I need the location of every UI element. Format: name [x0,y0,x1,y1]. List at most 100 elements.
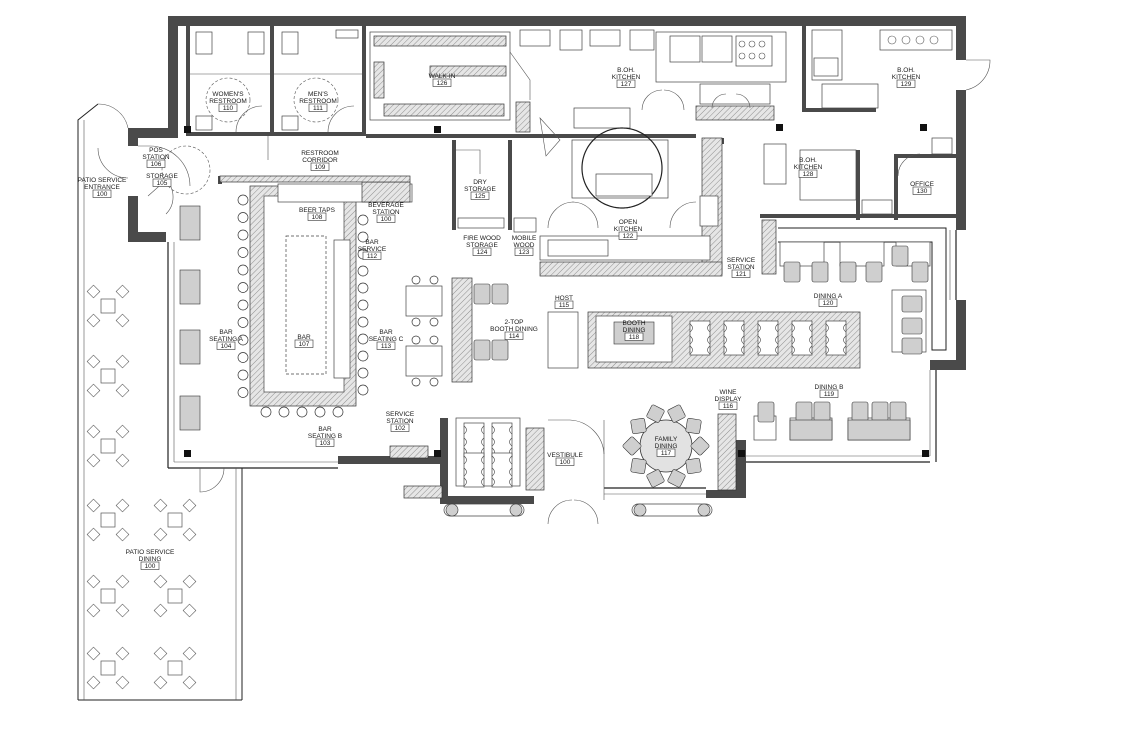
bar-stool [357,350,369,362]
bar-stool [237,247,249,258]
room-name-line: DINING [655,443,678,450]
room-number: 121 [736,271,747,278]
room-number: 129 [901,81,912,88]
room-name-line: BAR [297,334,311,341]
room-name-line: DINING B [815,384,844,391]
room-number: 108 [312,214,323,221]
room-number-box [718,401,738,410]
room-number: 120 [823,300,834,307]
room-number-box [472,247,492,256]
room-name-line: CORRIDOR [302,157,338,164]
room-number: 100 [145,563,156,570]
bar-stool [357,282,369,294]
room-number: 113 [381,343,392,350]
room-name-line: B.OH. [799,157,817,164]
room-number-box [146,159,166,168]
bar-stool [357,265,369,277]
room-name-line: MOBILE [512,235,537,242]
bar-stool [237,317,249,328]
bar-stool [278,406,290,418]
bar-stool [237,369,249,381]
bar-stool [260,406,272,418]
bar-stool [237,229,249,241]
room-number-box [470,191,490,200]
room-name-line: DINING [623,327,646,334]
room-name-line: DINING A [814,293,843,300]
boh-kitchen-equipment [519,29,953,201]
room-name-line: SEATING A [209,336,243,343]
room-name-line: OPEN [619,219,638,226]
room-number-box [554,300,574,309]
room-number-box [432,78,452,87]
bar-stool [237,387,249,398]
room-name-line: MEN'S [308,91,329,98]
room-name-line: STORAGE [464,186,496,193]
room-name-line: KITCHEN [614,226,643,233]
room-number-box [376,341,396,350]
family-dining-chair [685,417,702,435]
room-number: 107 [299,341,310,348]
room-name-line: STATION [727,264,755,271]
room-number-box [218,103,238,112]
room-name-line: SERVICE [358,246,387,253]
room-name-line: RESTROOM [299,98,337,105]
room-name-line: WALK-IN [429,73,456,80]
room-name-line: FAMILY [655,436,678,443]
room-name-line: DINING [139,556,162,563]
room-number: 111 [313,105,323,112]
room-name-line: WINE [720,389,738,396]
room-number: 106 [151,161,162,168]
room-number: 124 [477,249,488,256]
room-number: 100 [97,191,108,198]
dining-a-seating [761,219,947,355]
bar-stool [357,299,369,311]
room-number-box [819,389,839,398]
room-number-box [390,423,410,432]
room-name-line: STORAGE [466,242,498,249]
family-dining-chair [622,436,642,456]
room-name-line: BEER TAPS [299,207,336,214]
room-name-line: BEVERAGE [368,202,404,209]
room-name-line: SEATING C [369,336,404,343]
room-number-box [798,169,818,178]
bar-stools [237,194,369,418]
bar-stool [237,334,249,346]
room-name-line: BOOTH [622,320,645,327]
room-number-box [818,298,838,307]
room-number: 130 [917,188,928,195]
bar-stool [357,333,369,345]
room-number-box [514,247,534,256]
family-dining-chair [685,457,702,475]
exterior-planters [389,445,713,517]
bar-stool [237,264,249,276]
room-number: 100 [560,459,571,466]
family-dining-chair [646,404,665,423]
room-name-line: KITCHEN [794,164,823,171]
bar-stool [357,367,369,379]
room-number: 109 [315,164,326,171]
room-number-box [294,339,314,348]
room-number: 112 [367,253,378,260]
room-name-line: KITCHEN [612,74,641,81]
room-number: 127 [621,81,632,88]
room-name-line: B.OH. [897,67,915,74]
dining-b-seating [753,401,911,441]
room-name-line: PATIO SERVICE [78,177,127,184]
